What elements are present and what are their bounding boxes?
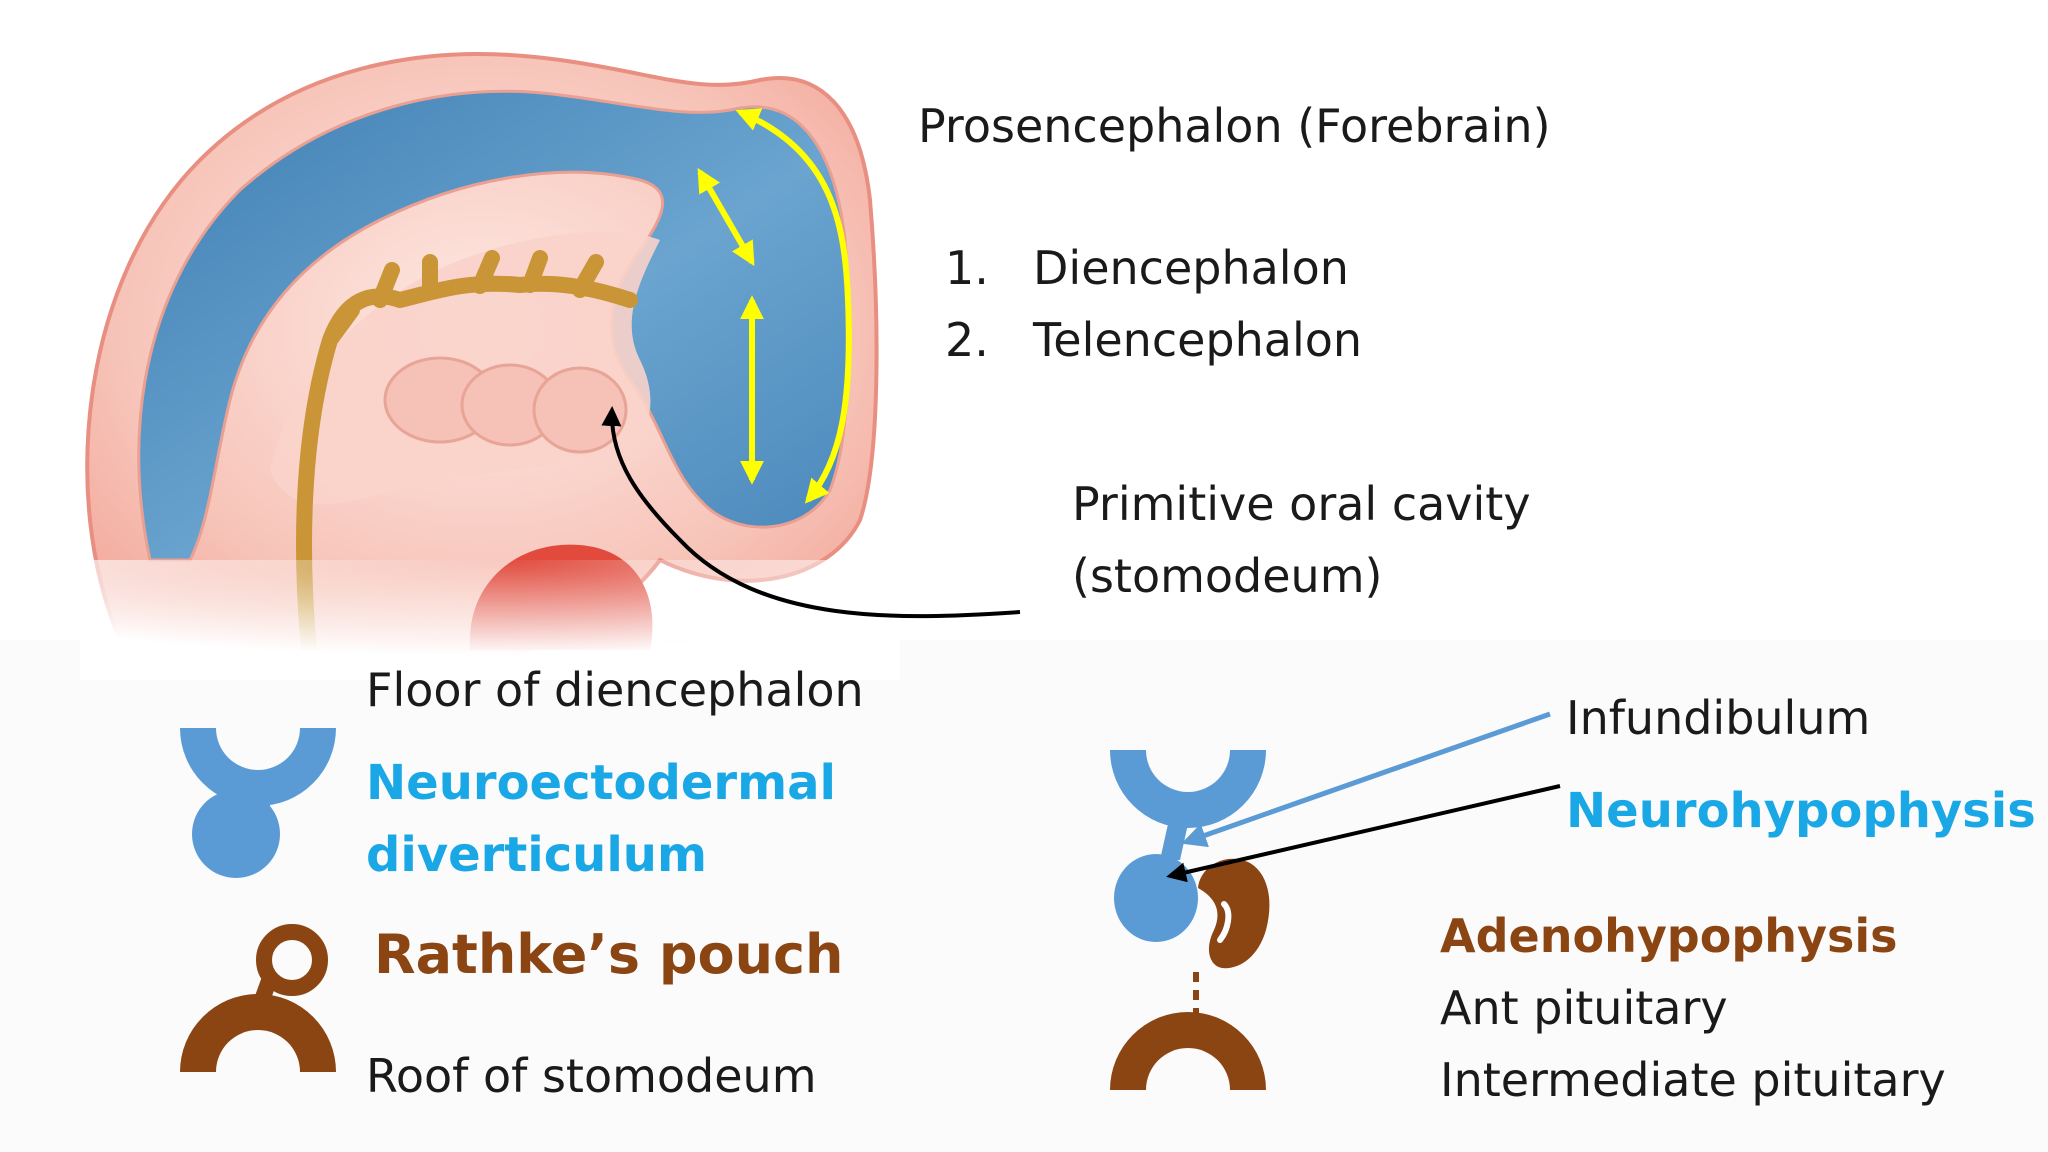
floor-label: Floor of diencephalon (366, 663, 864, 717)
adenohypophysis-cap (1198, 858, 1270, 969)
neurohypophysis-pointer (1166, 784, 1561, 883)
roof-label: Roof of stomodeum (366, 1049, 817, 1103)
list-number: 1. (945, 241, 989, 295)
neurohypophysis-bulb (1114, 854, 1198, 942)
diverticulum-bulb (192, 790, 280, 878)
rathke-pouch-label: Rathke’s pouch (374, 923, 844, 986)
adenohypophysis-inner (1217, 901, 1232, 943)
diverticulum-label: diverticulum (366, 827, 707, 883)
schematic-panel (0, 640, 2048, 1152)
stomodeum-roof-arch (180, 994, 336, 1072)
list-number: 2. (945, 313, 989, 367)
diencephalon-arrow (697, 167, 755, 267)
right-schematic (1110, 711, 1561, 1090)
adenohypophysis-label: Adenohypophysis (1440, 909, 1898, 963)
neuroectodermal-label: Neuroectodermal (366, 755, 836, 811)
list-label: Telencephalon (1033, 313, 1363, 367)
rathke-pouch-loop (256, 924, 328, 996)
neural-tube (137, 89, 851, 562)
pharyngeal-arches (383, 356, 628, 454)
stomodeum-pointer (601, 406, 1021, 619)
prosencephalon-title: Prosencephalon (Forebrain) (918, 99, 1551, 153)
infundibulum-label: Infundibulum (1566, 691, 1871, 745)
list-item: 1. Diencephalon (945, 232, 1362, 304)
cranial-nerves (296, 250, 638, 668)
embryo-illustration (80, 52, 1021, 680)
intermediate-pituitary-label: Intermediate pituitary (1440, 1053, 1946, 1107)
right-floor-cup (1110, 750, 1266, 828)
subdivision-list: 1. Diencephalon 2. Telencephalon (945, 232, 1362, 376)
list-label: Diencephalon (1033, 241, 1349, 295)
right-roof-arch (1110, 1012, 1266, 1090)
ant-pituitary-label: Ant pituitary (1440, 981, 1728, 1035)
illustration-fade (80, 560, 900, 680)
infundibulum-pointer (1181, 711, 1551, 848)
stomodeum-label: (stomodeum) (1072, 549, 1383, 603)
rim-arrow (735, 108, 852, 504)
oral-cavity-label: Primitive oral cavity (1072, 477, 1531, 531)
neurohypophysis-label: Neurohypophysis (1566, 783, 2036, 839)
diencephalon-floor-cup (180, 728, 336, 806)
left-schematic (180, 728, 336, 1072)
list-item: 2. Telencephalon (945, 304, 1362, 376)
